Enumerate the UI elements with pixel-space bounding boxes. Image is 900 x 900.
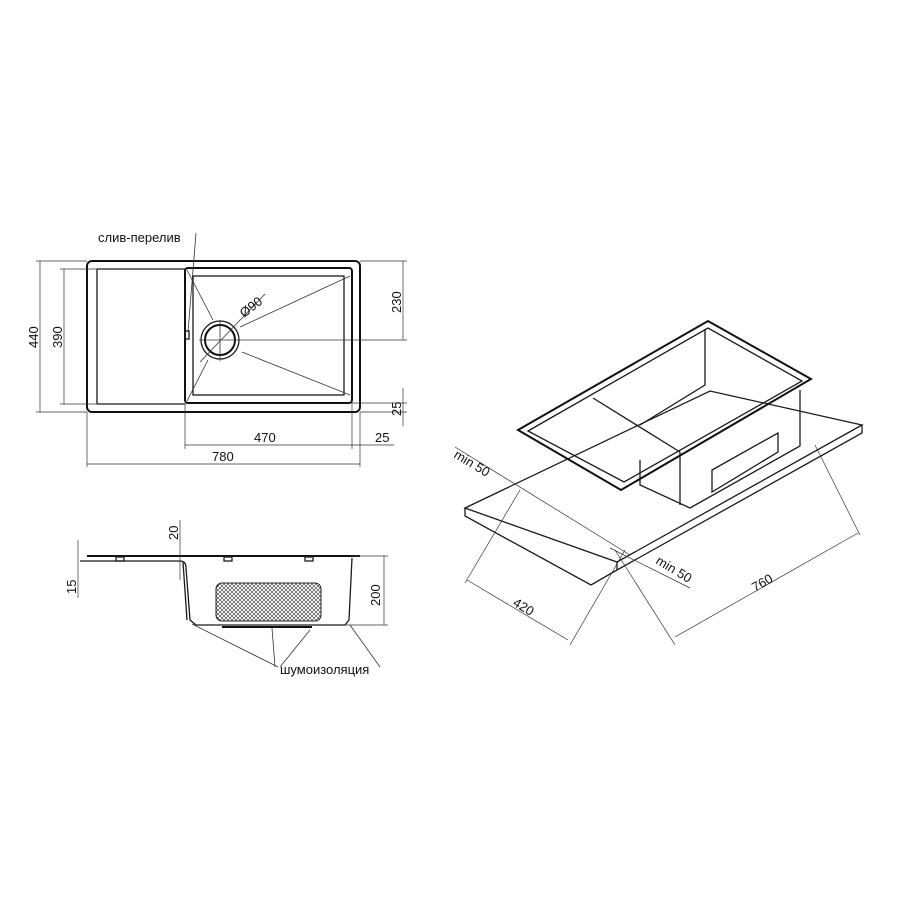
dim-20: 20 bbox=[166, 526, 181, 540]
bowl-profile bbox=[179, 557, 353, 626]
dim-min50-left: min 50 bbox=[451, 447, 492, 480]
sink-outer-rim bbox=[86, 260, 361, 413]
iso-bowl-body bbox=[639, 390, 801, 509]
dim-230: 230 bbox=[389, 291, 404, 313]
dim-25-bottom: 25 bbox=[389, 402, 404, 416]
overflow-icon bbox=[184, 330, 190, 340]
dim-390: 390 bbox=[50, 326, 65, 348]
dim-440: 440 bbox=[26, 326, 41, 348]
worktop-top bbox=[463, 390, 864, 563]
bowl-bottom bbox=[192, 275, 345, 396]
top-view: слив-перелив Ø90 440 390 230 25 470 25 bbox=[26, 230, 407, 467]
drain-diameter-label: Ø90 bbox=[237, 293, 266, 320]
side-view: шумоизоляция 20 15 200 bbox=[64, 520, 388, 677]
iso-sink-rim bbox=[516, 319, 814, 492]
dim-780: 780 bbox=[212, 449, 234, 464]
dim-470: 470 bbox=[254, 430, 276, 445]
dim-25-right: 25 bbox=[375, 430, 389, 445]
dim-min50-right: min 50 bbox=[653, 553, 694, 586]
dim-420: 420 bbox=[510, 595, 536, 619]
insulation-pad bbox=[215, 582, 322, 622]
insulation-label: шумоизоляция bbox=[280, 662, 369, 677]
dim-15: 15 bbox=[64, 580, 79, 594]
dim-200: 200 bbox=[368, 584, 383, 606]
dim-760: 760 bbox=[749, 571, 775, 595]
bowl-outline bbox=[184, 267, 353, 404]
isometric-view: min 50 min 50 420 760 bbox=[451, 319, 864, 646]
overflow-label: слив-перелив bbox=[98, 230, 181, 245]
